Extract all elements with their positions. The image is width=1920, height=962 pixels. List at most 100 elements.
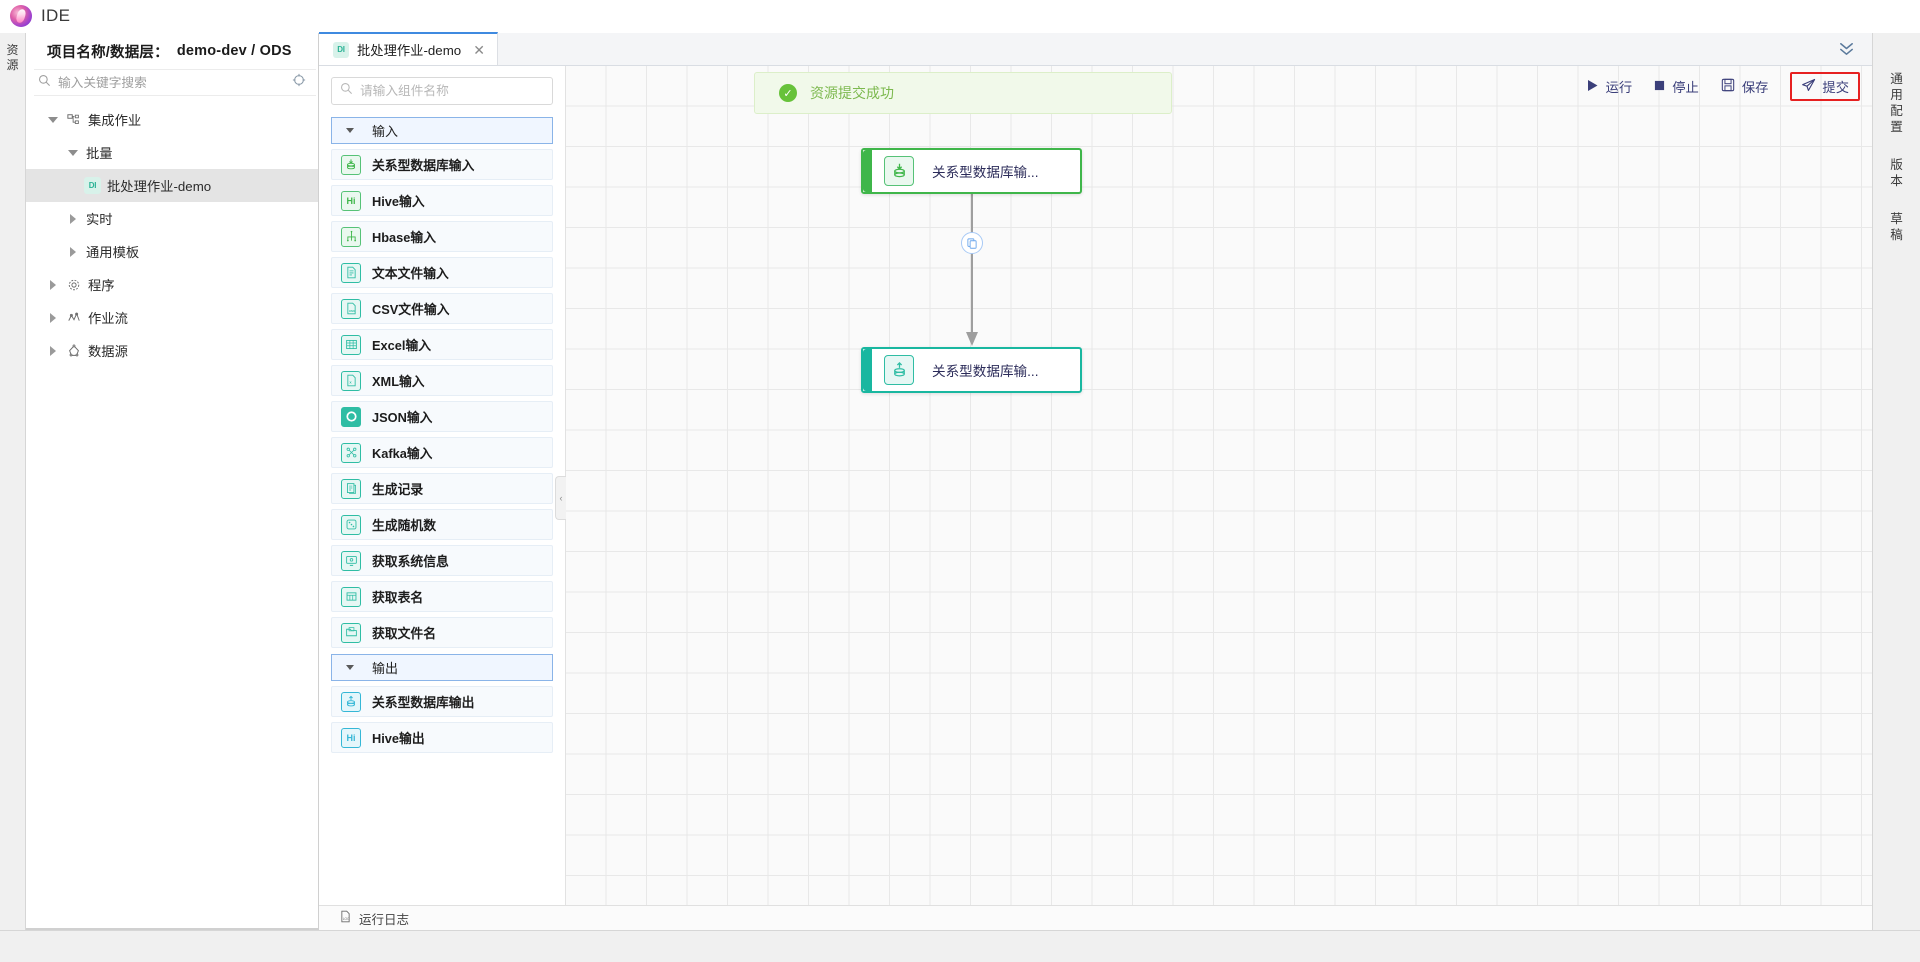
palette-group-label: 输出 (372, 661, 399, 676)
tree-item-program[interactable]: 程序 (26, 268, 318, 301)
palette-group-input[interactable]: 输入 (331, 117, 553, 144)
palette-item-rdb-input[interactable]: 关系型数据库输入 (331, 149, 553, 180)
hbase-icon (341, 226, 361, 247)
palette-item-excel-input[interactable]: Excel输入 (331, 329, 553, 360)
palette-item-hive-input[interactable]: Hi Hive输入 (331, 185, 553, 216)
database-out-icon (884, 355, 914, 385)
close-icon[interactable]: ✕ (473, 41, 485, 58)
title-bar: IDE (0, 0, 1920, 33)
palette-search-input[interactable] (360, 84, 544, 98)
save-button-label: 保存 (1741, 80, 1769, 95)
palette-item-kafka-input[interactable]: Kafka输入 (331, 437, 553, 468)
palette-item-table-name[interactable]: 获取表名 (331, 581, 553, 612)
caret-right-icon[interactable] (66, 213, 80, 224)
tree-item-label: 数据源 (88, 344, 128, 359)
hive-icon: Hi (341, 727, 361, 748)
project-header: 项目名称/数据层： demo-dev / ODS (26, 33, 318, 69)
xml-file-icon: x (341, 370, 361, 391)
rail-item-draft[interactable]: 草稿 (1890, 212, 1903, 242)
caret-right-icon[interactable] (66, 246, 80, 257)
tree-item-integration-jobs[interactable]: 集成作业 (26, 103, 318, 136)
run-button[interactable]: 运行 (1587, 77, 1633, 96)
submit-button[interactable]: 提交 (1790, 72, 1860, 101)
caret-right-icon[interactable] (46, 312, 60, 323)
caret-right-icon[interactable] (46, 345, 60, 356)
palette-item-hbase-input[interactable]: Hbase输入 (331, 221, 553, 252)
di-badge-icon: DI (333, 41, 349, 58)
project-search-input[interactable] (58, 75, 285, 90)
caret-down-icon (346, 128, 354, 133)
palette-item-generate-record[interactable]: 生成记录 (331, 473, 553, 504)
save-button[interactable]: 保存 (1721, 77, 1769, 96)
palette-item-system-info[interactable]: 获取系统信息 (331, 545, 553, 576)
node-label: 关系型数据库输... (932, 165, 1039, 180)
project-header-value: demo-dev / ODS (176, 43, 292, 59)
tree-item-label: 批量 (86, 146, 113, 161)
node-rdb-output[interactable]: 关系型数据库输... (861, 347, 1082, 393)
palette-item-label: 关系型数据库输出 (372, 695, 475, 710)
bottom-strip (0, 930, 1920, 962)
tree-item-datasource[interactable]: 数据源 (26, 334, 318, 367)
chevron-double-down-icon[interactable] (1837, 39, 1856, 63)
search-icon (340, 82, 353, 100)
copy-step-icon[interactable] (961, 232, 983, 254)
chevron-left-icon[interactable]: ‹ (555, 476, 566, 520)
svg-text:LOG: LOG (343, 917, 350, 921)
tree-item-batch[interactable]: 批量 (26, 136, 318, 169)
flow-canvas[interactable]: ✓ 资源提交成功 运行 停止 (566, 66, 1872, 930)
run-button-label: 运行 (1605, 80, 1633, 95)
rail-item-version[interactable]: 版本 (1890, 158, 1903, 188)
palette-item-text-file-input[interactable]: 文本文件输入 (331, 257, 553, 288)
palette-item-file-name[interactable]: 获取文件名 (331, 617, 553, 648)
swirl-logo-icon (10, 5, 32, 27)
app-title: IDE (41, 6, 71, 25)
palette-item-label: 生成随机数 (372, 518, 436, 533)
palette-item-label: 关系型数据库输入 (372, 158, 475, 173)
tree-item-common-template[interactable]: 通用模板 (26, 235, 318, 268)
caret-down-icon[interactable] (46, 116, 60, 123)
palette-item-label: 获取表名 (372, 590, 424, 605)
palette-item-label: CSV文件输入 (372, 302, 450, 317)
rail-item-general-config[interactable]: 通用配置 (1890, 72, 1903, 134)
palette-item-rdb-output[interactable]: 关系型数据库输出 (331, 686, 553, 717)
status-bar[interactable]: LOG 运行日志 (319, 905, 1872, 930)
palette-group-output[interactable]: 输出 (331, 654, 553, 681)
palette-search-row (331, 77, 553, 105)
palette-item-label: 获取文件名 (372, 626, 436, 641)
palette-group-label: 输入 (372, 124, 399, 139)
generate-record-icon (341, 478, 361, 499)
rail-item-resources[interactable]: 资源 (6, 43, 19, 72)
project-search-row (34, 69, 316, 96)
caret-right-icon[interactable] (46, 279, 60, 290)
tree-item-label: 作业流 (88, 311, 128, 326)
palette-item-csv-file-input[interactable]: csv CSV文件输入 (331, 293, 553, 324)
tree-item-batch-job-demo[interactable]: DI 批处理作业-demo (26, 169, 318, 202)
palette-item-hive-output[interactable]: Hi Hive输出 (331, 722, 553, 753)
toast-message: 资源提交成功 (810, 85, 894, 101)
tree-item-realtime[interactable]: 实时 (26, 202, 318, 235)
palette-item-label: JSON输入 (372, 410, 433, 425)
palette-list: 输入 关系型数据库输入 Hi Hive输入 (319, 111, 565, 930)
crosshair-icon[interactable] (292, 73, 306, 92)
random-number-icon (341, 514, 361, 535)
kafka-icon (341, 442, 361, 463)
project-tree: 集成作业 批量 DI 批处理作业-demo 实时 通用模板 (26, 96, 318, 367)
palette-item-json-input[interactable]: JSON输入 (331, 401, 553, 432)
tree-item-workflow[interactable]: 作业流 (26, 301, 318, 334)
tab-batch-job-demo[interactable]: DI 批处理作业-demo ✕ (319, 32, 498, 65)
caret-down-icon[interactable] (66, 149, 80, 156)
tab-label: 批处理作业-demo (357, 43, 462, 58)
tree-item-label: 通用模板 (86, 245, 140, 260)
json-icon (341, 406, 361, 427)
stop-button[interactable]: 停止 (1654, 77, 1699, 96)
palette-item-label: XML输入 (372, 374, 425, 389)
excel-icon (341, 334, 361, 355)
palette-item-random-number[interactable]: 生成随机数 (331, 509, 553, 540)
canvas-toolbar: 运行 停止 保存 (1587, 72, 1860, 101)
palette-item-label: 生成记录 (372, 482, 424, 497)
node-rdb-input[interactable]: 关系型数据库输... (861, 148, 1082, 194)
palette-item-xml-input[interactable]: x XML输入 (331, 365, 553, 396)
project-panel: 项目名称/数据层： demo-dev / ODS 集成作业 (26, 33, 319, 930)
text-file-icon (341, 262, 361, 283)
